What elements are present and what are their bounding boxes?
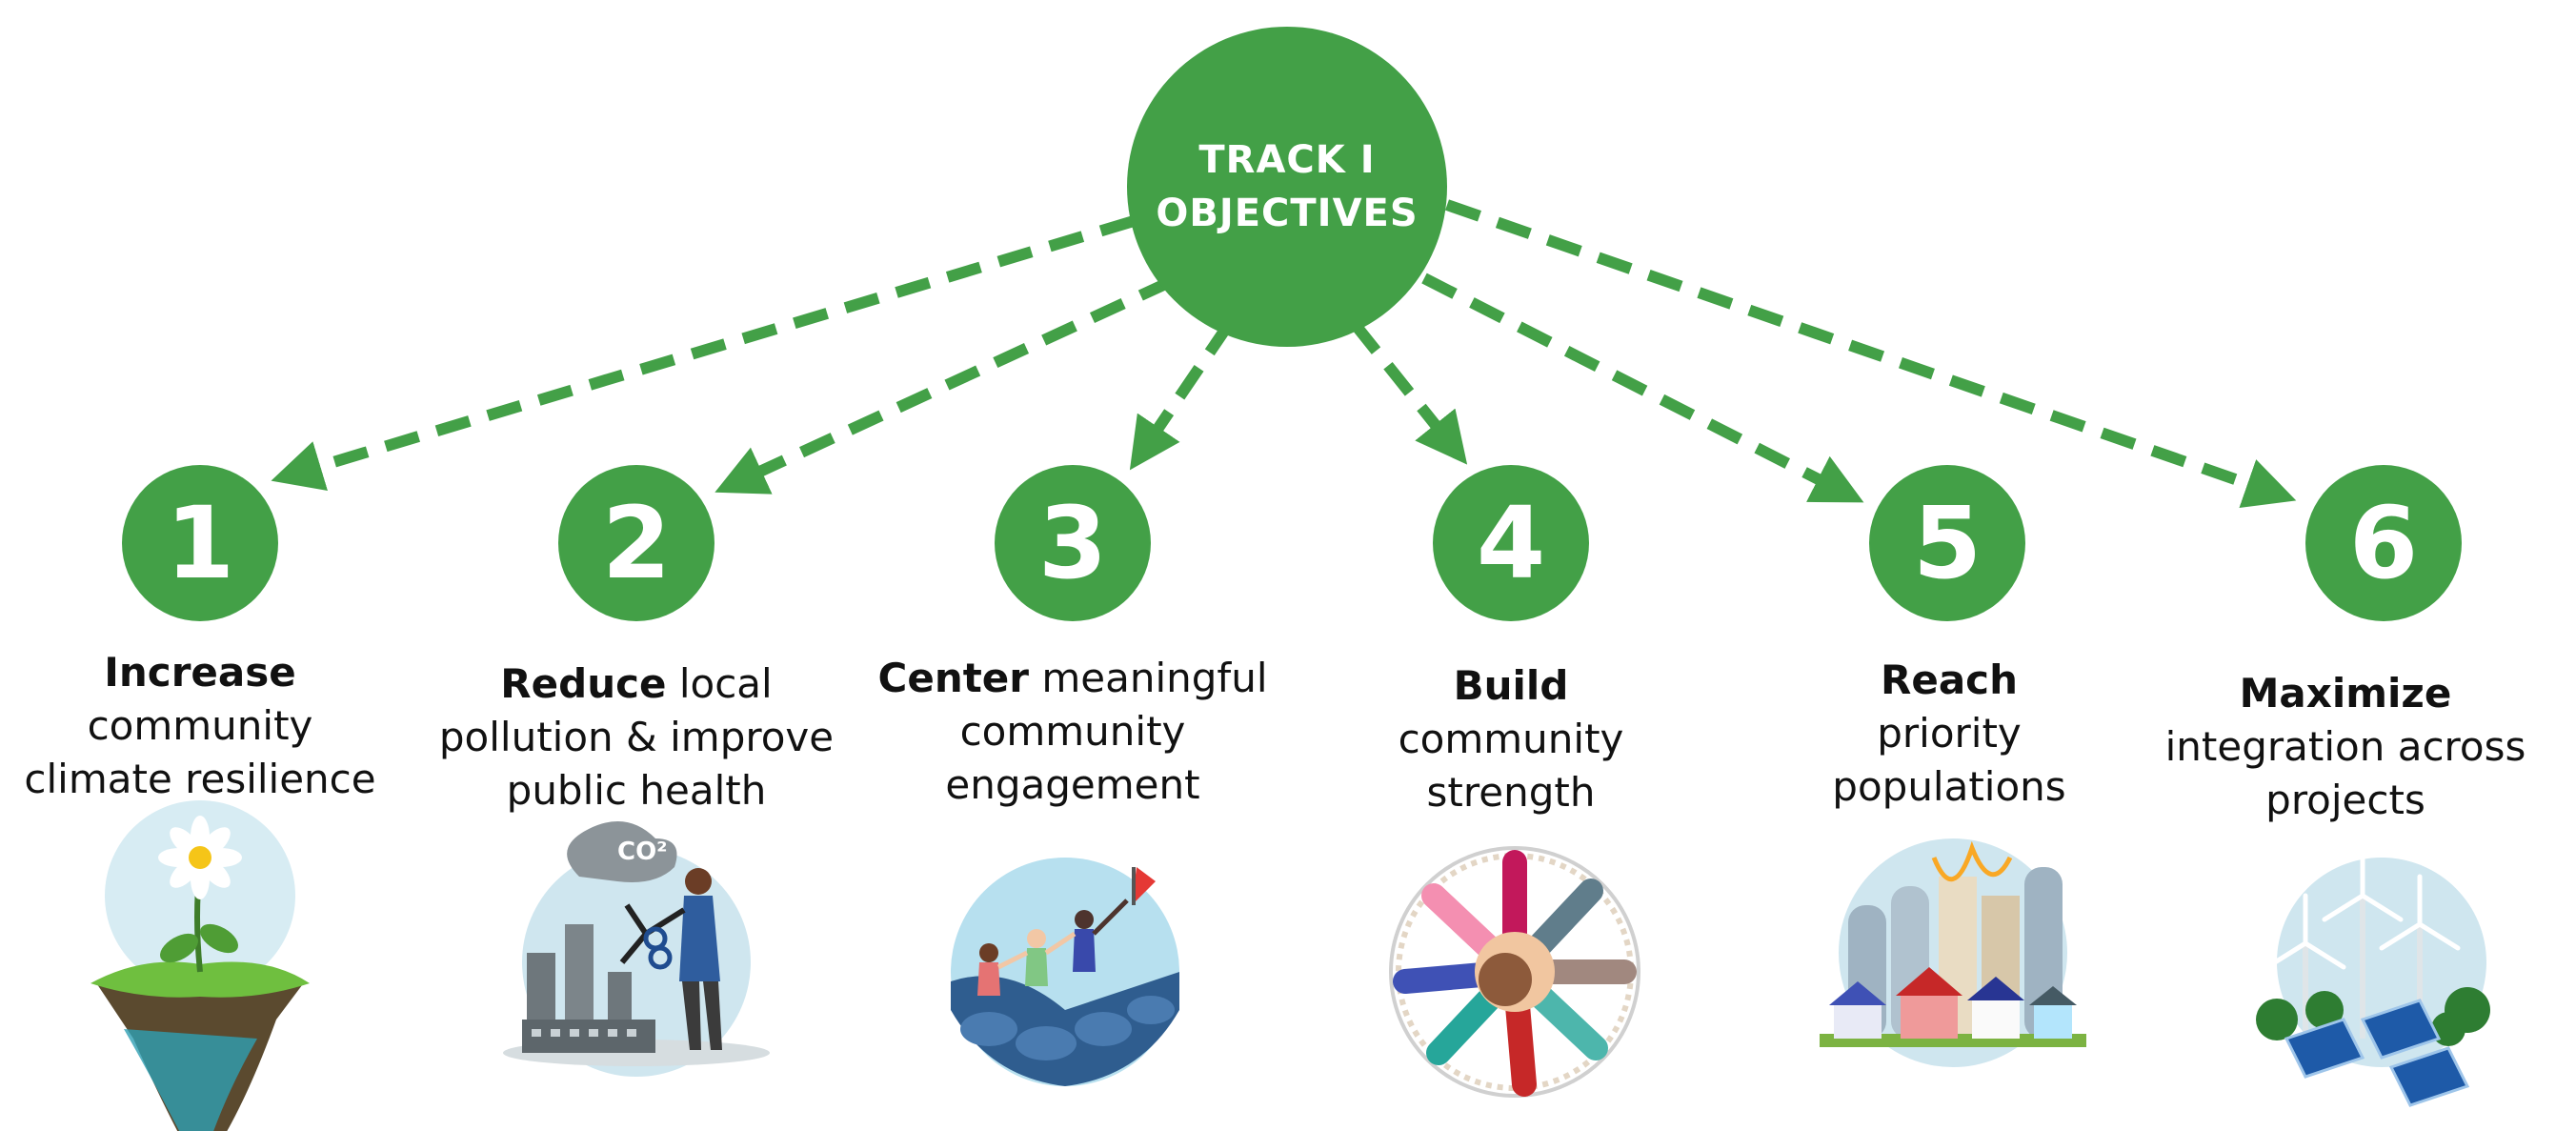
- objective-6-line2: integration across: [2164, 723, 2526, 770]
- illustration-1-icon: [91, 800, 310, 1131]
- arrow-to-objective-1: [271, 215, 1136, 491]
- arrow-to-objective-5: [1421, 273, 1864, 503]
- objective-5-line2: priority: [1877, 710, 2022, 757]
- arrow-to-objective-6: [1445, 199, 2297, 509]
- objective-4-bold: Build: [1453, 662, 1569, 709]
- objective-5-number: 5: [1869, 465, 2025, 621]
- objective-1-line2: community: [87, 702, 313, 749]
- arrow-to-objective-3: [1129, 320, 1234, 471]
- illustration-3-icon: [951, 858, 1179, 1086]
- objective-2-text: Reduce local pollution & improve public …: [408, 657, 865, 818]
- objective-2-number: 2: [558, 465, 714, 621]
- objective-3-rest: meaningful: [1029, 655, 1268, 701]
- objective-3-number: 3: [995, 465, 1151, 621]
- objective-6-bold: Maximize: [2239, 670, 2452, 717]
- objective-3-text: Center meaningful community engagement: [844, 652, 1301, 812]
- objective-3-line3: engagement: [945, 761, 1200, 808]
- objective-4-line2: community: [1398, 716, 1624, 762]
- objective-5-text: Reach priority populations: [1721, 654, 2178, 814]
- illustration-6-icon: [2256, 845, 2490, 1107]
- objective-2-rest: local: [666, 660, 773, 707]
- objective-1-bold: Increase: [104, 649, 296, 696]
- arrow-to-objective-2: [714, 275, 1175, 495]
- hub-title-line2: OBJECTIVES: [1156, 192, 1419, 235]
- objective-4-number: 4: [1433, 465, 1589, 621]
- objective-6-number: 6: [2305, 465, 2462, 621]
- objective-1-number: 1: [122, 465, 278, 621]
- illustration-4-icon: [1389, 846, 1640, 1098]
- svg-text:CO²: CO²: [617, 838, 668, 866]
- objective-1-line3: climate resilience: [24, 756, 376, 802]
- objective-4-line3: strength: [1426, 769, 1596, 816]
- objective-6-line3: projects: [2265, 777, 2425, 823]
- illustration-5-icon: [1820, 838, 2086, 1067]
- objective-2-line2: pollution & improve: [438, 714, 835, 760]
- track-objectives-hub: TRACK I OBJECTIVES: [1127, 27, 1447, 347]
- objective-1-text: Increase community climate resilience: [0, 646, 429, 806]
- objective-2-line3: public health: [506, 767, 767, 814]
- objective-5-bold: Reach: [1881, 656, 2018, 703]
- illustration-2-icon: CO²: [503, 821, 770, 1077]
- objective-5-line3: populations: [1832, 763, 2066, 810]
- objective-6-text: Maximize integration across projects: [2117, 667, 2574, 827]
- hub-title-line1: TRACK I: [1198, 138, 1376, 182]
- objective-2-bold: Reduce: [500, 660, 667, 707]
- objective-4-text: Build community strength: [1282, 659, 1740, 819]
- objective-3-bold: Center: [877, 655, 1029, 701]
- arrow-to-objective-4: [1350, 320, 1468, 465]
- objective-3-line2: community: [959, 708, 1186, 755]
